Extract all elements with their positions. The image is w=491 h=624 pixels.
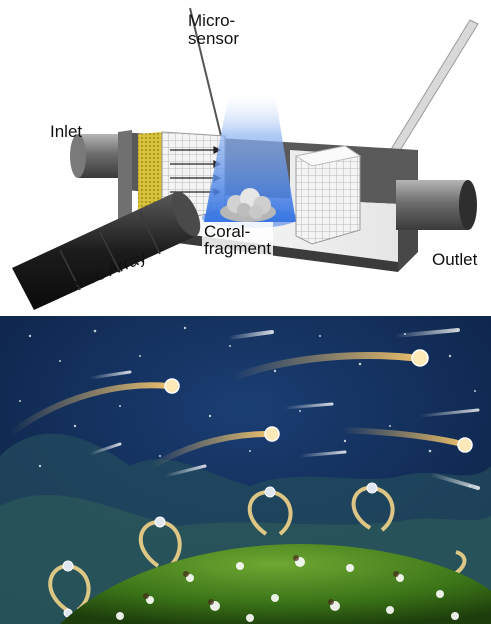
micro-sensor-needle <box>189 7 223 141</box>
outlet-tube <box>396 180 477 230</box>
suspended-particles <box>19 326 476 487</box>
particle-heads <box>164 349 473 453</box>
flow-chamber-illustration <box>12 7 479 310</box>
micro-sensor-label: Micro- sensor <box>188 11 240 48</box>
yellow-filter <box>138 132 162 222</box>
eddy-particles <box>62 482 378 618</box>
outlet-label: Outlet <box>432 250 478 269</box>
coral-colony <box>60 544 491 624</box>
light-beam <box>204 88 296 222</box>
coral-fragment-label: Coral- fragment <box>202 222 274 258</box>
flow-chamber-diagram: Micro- sensor Inlet Coral- fragment Outl… <box>12 7 479 310</box>
right-flow-straightener <box>294 145 362 245</box>
reef-scene <box>0 316 491 624</box>
particle-trajectories <box>7 351 465 469</box>
inlet-label: Inlet <box>50 122 83 141</box>
lense-array-tube <box>12 191 201 310</box>
coral-fragment-sample <box>220 188 276 222</box>
underwater-particle-illustration <box>0 316 491 624</box>
white-particle-streaks <box>88 328 480 490</box>
